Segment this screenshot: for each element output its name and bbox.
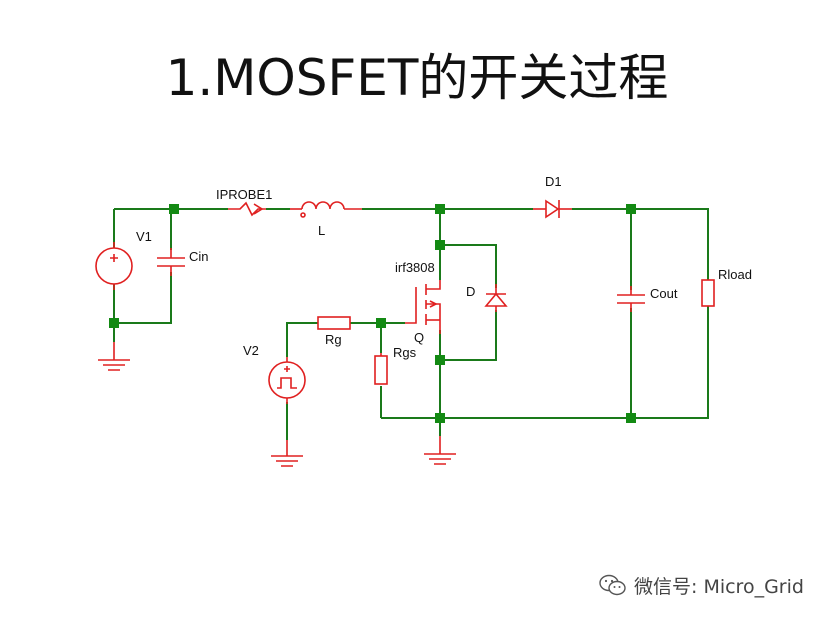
ground-main-symbol — [424, 436, 456, 465]
mosfet-label: Q — [414, 330, 424, 345]
wires — [113, 208, 709, 440]
rg-label: Rg — [325, 332, 342, 347]
watermark-text: 微信号: Micro_Grid — [634, 576, 804, 598]
rg-resistor-symbol — [317, 316, 351, 330]
junction-nodes — [109, 204, 636, 423]
d1-diode-symbol — [533, 199, 572, 219]
inductor-label: L — [318, 223, 325, 238]
inductor-symbol — [290, 201, 362, 218]
d1-label: D1 — [545, 174, 562, 189]
page-title: 1.MOSFET的开关过程 — [165, 49, 669, 107]
rgs-label: Rgs — [393, 345, 417, 360]
cout-label: Cout — [650, 286, 678, 301]
body-diode-label: D — [466, 284, 475, 299]
mosfet-model-label: irf3808 — [395, 260, 435, 275]
wechat-icon — [599, 574, 626, 596]
body-diode-symbol — [484, 284, 508, 312]
current-probe-symbol — [228, 201, 266, 217]
v2-label: V2 — [243, 343, 259, 358]
cout-capacitor-symbol — [617, 286, 645, 312]
v1-source-symbol — [95, 242, 133, 290]
v1-label: V1 — [136, 229, 152, 244]
cin-label: Cin — [189, 249, 209, 264]
cin-capacitor-symbol — [157, 248, 185, 276]
rgs-resistor-symbol — [374, 353, 388, 385]
rload-label: Rload — [718, 267, 752, 282]
v2-pulse-source-symbol — [268, 357, 306, 404]
ground-v1-symbol — [98, 342, 130, 371]
rload-resistor-symbol — [701, 279, 715, 307]
iprobe-label: IPROBE1 — [216, 187, 272, 202]
mosfet-symbol — [405, 280, 441, 334]
ground-v2-symbol — [271, 440, 303, 467]
